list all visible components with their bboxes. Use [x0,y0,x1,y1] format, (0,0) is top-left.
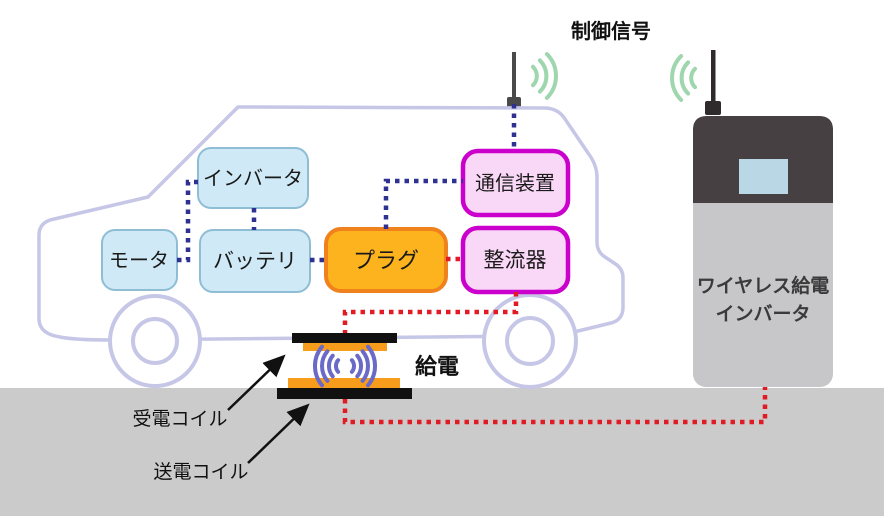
control-signal-label: 制御信号 [571,19,651,43]
station-antenna-base [705,101,721,115]
station-label-line1: ワイヤレス給電 [697,274,829,297]
inverter-label: インバータ [203,167,303,190]
station-antenna-pole [711,50,716,105]
rectifier-label: 整流器 [484,249,547,272]
station-screen [739,159,788,194]
inverter-box: インバータ [197,147,309,209]
connector-motor-inverter [177,179,198,263]
connector-transmitting-coil-station [342,387,768,425]
plug-label: プラグ [353,248,419,273]
connector-plug-communication [383,178,463,229]
battery-label: バッテリ [213,250,297,273]
connector-rectifier-receiving-coil [342,292,519,333]
rear-wheel [482,293,578,389]
rectifier-box: 整流器 [460,225,571,295]
station-label-line2: インバータ [715,303,810,325]
car-wireless-waves-icon [531,52,558,100]
front-wheel [108,294,202,388]
motor-label: モータ [109,249,169,272]
power-connectors [342,256,768,425]
charging-station: ワイヤレス給電 インバータ [693,50,833,387]
motor-box: モータ [101,229,178,291]
receiving-coil-arrow [227,354,286,411]
transmitting-coil-arrow [247,403,310,464]
receiving-coil-label: 受電コイル [132,408,227,430]
car-antenna-pole [512,52,516,102]
receiving-coil [292,333,397,351]
battery-box: バッテリ [199,229,311,293]
communication-label: 通信装置 [475,172,555,195]
station-wireless-waves-icon [670,54,697,102]
ground [0,388,884,516]
transmitting-coil-label: 送電コイル [153,461,248,483]
car-antenna [507,52,521,110]
coil-wave-icon [312,344,378,388]
signal-connectors [177,104,517,263]
plug-box: プラグ [324,227,448,293]
communication-box: 通信装置 [460,148,571,218]
power-feed-label: 給電 [415,354,459,379]
transmitting-coil [277,378,412,399]
